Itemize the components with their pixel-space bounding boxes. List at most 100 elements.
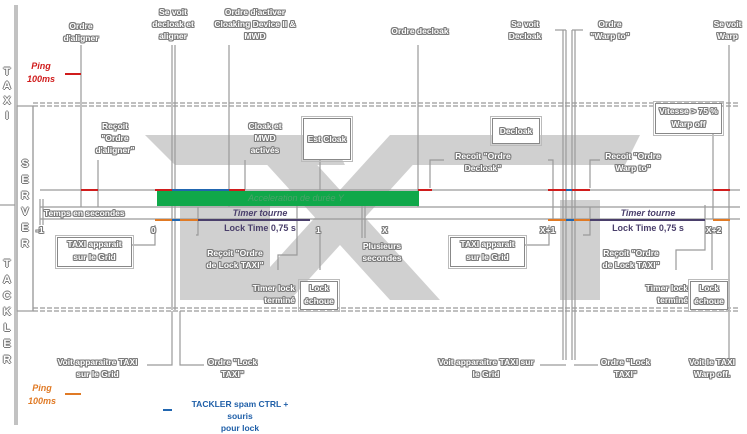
taxi-event-voit-decloak: Se voit Decloak [500,18,550,42]
label-line: Warp [717,31,738,41]
label-line: Voit apparaitre TAXI [57,357,138,367]
row-letter: C [3,290,11,302]
tackler-timer-termine-2: Timer lock terminé [638,282,688,306]
tackler-timer-termine-1: Timer lock terminé [245,282,295,306]
label-line: Recoit "Ordre [605,151,661,161]
label-line: de Lock TAXI" [602,260,660,270]
acceleration-label: Acceleration de durée Y [248,193,344,203]
label-line: MWD [244,31,266,41]
legend-text: 100ms [27,74,56,84]
legend-text: Ping [32,383,52,393]
taxi-event-cloak-mwd: Ordre d'activer Cloaking Device II & MWD [205,6,305,42]
label-line: TAXI" [221,369,244,379]
tackler-voit-warp-off: Voit le TAXI Warp off. [682,356,742,380]
watermark-diagonal-2 [240,135,440,300]
server-event-est-cloak: Est Cloak [301,116,353,162]
taxi-event-ordre-decloak: Ordre decloak [380,25,460,37]
row-letter: L [3,322,11,334]
tackler-voit-apparaitre-1: Voit apparaitre TAXI sur le Grid [50,356,145,380]
label-line: de Lock TAXI" [206,260,264,270]
label-line: Se voit [713,19,742,29]
label-line: sur le Grid [76,369,119,379]
row-letter: V [21,206,29,218]
server-event-recoit-aligner: Reçoit "Ordre d'aligner" [90,120,140,156]
row-letter: S [21,158,29,170]
taxi-event-ordre-aligner: Ordre d'aligner [56,20,106,44]
label-line: Reçoit "Ordre [207,248,263,258]
server-event-recoit-decloak: Recoit "Ordre Decloak" [448,150,518,174]
legend-tackler-spam: TACKLER spam CTRL + souris pour lock [180,398,300,434]
watermark-bar-top-right [390,135,640,165]
row-letter: E [21,174,29,186]
tick-label: -1 [36,225,44,235]
tackler-lock-echoue-1: Lock échoue [298,279,340,312]
label-line: Lock [309,283,329,293]
label-line: Ordre "Lock [207,357,258,367]
server-event-vitesse-warp: Vitesse > 75 % Warp off [653,101,724,136]
timer-tourne-1: Timer tourne [232,208,288,218]
label-line: Warp to" [615,163,651,173]
legend-text: TACKLER spam CTRL + souris [191,399,289,421]
row-letter: R [3,354,11,366]
lock-time-1: Lock Time 0,75 s [224,223,296,233]
label-line: Se voit [511,19,539,29]
row-letter: E [21,222,29,234]
label-line: Warp off [671,119,706,129]
label-line: sur le Grid [73,252,116,262]
timer-tourne-2: Timer tourne [620,208,676,218]
label-line: Voit le TAXI [689,357,735,367]
server-event-decloak: Decloak [490,116,542,146]
watermark-left-block [180,200,270,300]
label-line: Lock [699,283,719,293]
label-line: Ordre d'activer [224,7,286,17]
label-line: Timer lock [252,283,295,293]
server-event-cloak-mwd: Cloak et MWD activés [240,120,290,156]
watermark-logo [145,135,640,300]
row-letter: R [21,190,29,202]
tackler-ordre-lock-2: Ordre "Lock TAXI" [598,356,653,380]
tackler-lock-echoue-2: Lock échoue [688,279,730,312]
row-letter: K [3,306,11,318]
label-line: aligner [159,31,187,41]
label-line: Voit apparaitre TAXI sur [438,357,534,367]
row-letter: A [3,80,11,92]
tick-label: 1 [316,225,321,235]
label-line: Cloaking Device II & [214,19,296,29]
row-letter: T [3,258,11,270]
tick-label: 0 [151,225,156,235]
taxi-event-voit-warp: Se voit Warp [705,18,747,42]
label-line: terminé [264,295,295,305]
label-line: échoue [304,296,334,306]
acceleration-bar [157,191,419,206]
taxi-event-ordre-warp: Ordre "Warp to" [585,18,635,42]
legend-text: Ping [31,61,51,71]
tackler-recoit-lock-1: Reçoit "Ordre de Lock TAXI" [200,247,270,271]
label-line: decloak et [152,19,194,29]
label-line: Est Cloak [307,134,347,144]
label-line: sur le Grid [466,252,509,262]
row-letter: X [3,95,11,107]
server-bars [65,73,730,411]
label-line: "Ordre [101,133,129,143]
label-line: TAXI apparait [460,239,515,249]
taxi-event-decloak-aligner: Se voit decloak et aligner [143,6,203,42]
tackler-taxi-apparait-1: TAXI apparait sur le Grid [55,235,134,269]
label-line: Decloak [508,31,542,41]
label-line: Decloak [499,126,533,136]
row-letter: E [3,338,11,350]
label-line: Timer lock [645,283,688,293]
lock-time-2: Lock Time 0,75 s [612,223,684,233]
label-line: Ordre decloak [391,26,449,36]
label-line: Recoit "Ordre [455,151,511,161]
label-line: d'aligner" [95,145,135,155]
legend-text: pour lock [220,423,260,433]
label-line: secondes [362,253,402,263]
tackler-taxi-apparait-2: TAXI apparait sur le Grid [448,235,527,269]
label-line: "Warp to" [590,31,630,41]
row-letter: A [3,274,11,286]
label-line: terminé [657,295,688,305]
label-line: MWD [254,133,276,143]
legend-ping-taxi: Ping 100ms [27,60,55,86]
